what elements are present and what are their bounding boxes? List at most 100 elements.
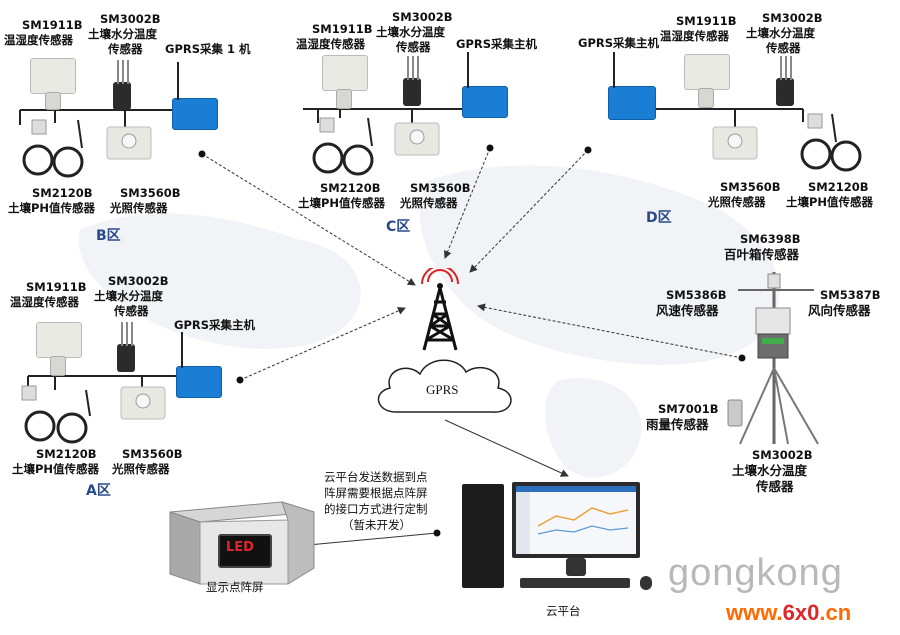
zone-b-soil-probes [117,60,129,84]
pc-mouse [640,576,652,590]
zone-c-soil-model: SM3002B [392,10,453,24]
zone-c-soil-sensor [403,78,421,106]
zone-b-th-probe [45,92,61,110]
zone-c-th-model: SM1911B [312,22,373,36]
zone-c-th-sensor [322,55,368,91]
weather-rain-name: 雨量传感器 [646,417,709,432]
zone-a-soil-name1: 土壤水分温度 [94,289,163,303]
weather-rain-model: SM7001B [658,402,719,416]
zone-a-gprs-box [176,366,222,398]
zone-c-light-sensor [394,122,440,156]
zone-c-th-probe [336,89,352,109]
zone-a-soil-name2: 传感器 [114,304,149,318]
weather-soil-name2: 传感器 [756,479,794,494]
zone-a-light-sensor [120,386,166,420]
weather-soil-name1: 土壤水分温度 [732,463,808,478]
zone-c-soil-name1: 土壤水分温度 [376,25,445,39]
zone-b-th-sensor [30,58,76,94]
zone-c-gprs-box [462,86,508,118]
gprs-cloud-icon [377,359,512,413]
zone-a-th-sensor [36,322,82,358]
zone-d-light-sensor [712,126,758,160]
zone-d-soil-model: SM3002B [762,11,823,25]
zone-b-gprs-box [172,98,218,130]
link-d-to-tower [469,149,589,273]
pc-monitor-stand [566,558,586,576]
led-panel [218,534,272,568]
zone-a-light-name: 光照传感器 [112,462,170,476]
link-b-to-tower [201,153,416,286]
weather-louver-name: 百叶箱传感器 [724,247,800,262]
radio-tower-icon [421,268,459,351]
weather-speed-model: SM5386B [666,288,727,302]
zone-a-ph-model: SM2120B [36,447,97,461]
platform-note-line-2: 阵屏需要根据点阵屏 [324,486,428,500]
zone-b-soil-name1: 土壤水分温度 [88,27,157,41]
watermark-brand: gongkong [668,552,843,594]
pc-keyboard [520,578,630,588]
zone-d-th-model: SM1911B [676,14,737,28]
weather-station-mast [738,272,819,445]
zone-c-gprs-antenna [467,52,469,88]
zone-d-light-model: SM3560B [720,180,781,194]
zone-b-ph-sensor [22,119,84,178]
zone-d-soil-probes [780,56,792,80]
platform-note-line-4: （暂未开发） [342,518,411,532]
zone-d-ph-model: SM2120B [808,180,869,194]
zone-c-ph-model: SM2120B [320,181,381,195]
zone-d-th-probe [698,88,714,108]
zone-c-ph-sensor [312,117,374,176]
zone-b-light-name: 光照传感器 [110,201,168,215]
zone-d-soil-sensor [776,78,794,106]
zone-c-title: C区 [386,219,411,235]
zone-b-gprs-antenna [177,62,179,100]
zone-c-soil-name2: 传感器 [396,40,431,54]
zone-d-soil-name2: 传感器 [766,41,801,55]
watermark-site-prefix: www. [726,600,783,625]
gprs-cloud-label: GPRS [426,382,459,397]
weather-soil-model: SM3002B [752,448,813,462]
zone-d-ph-sensor [800,113,862,172]
zone-b-title: B区 [96,228,121,244]
pc-tower [462,484,504,588]
zone-a-soil-model: SM3002B [108,274,169,288]
watermark-site-mid: 6x0 [782,600,820,625]
zone-d-ph-name: 土壤PH值传感器 [786,195,874,209]
zone-a-gprs-antenna [181,332,183,368]
zone-b-gprs-label: GPRS采集 1 机 [165,42,251,56]
link-a-to-tower [239,307,406,381]
zone-d-light-name: 光照传感器 [708,195,766,209]
watermark-site: www.6x0.cn [726,600,851,626]
zone-a-th-model: SM1911B [26,280,87,294]
zone-c-th-name: 温湿度传感器 [296,37,365,51]
watermark-site-suffix: .cn [819,600,852,625]
led-text: LED [226,540,254,555]
zone-b-ph-model: SM2120B [32,186,93,200]
zone-d-soil-name1: 土壤水分温度 [746,26,815,40]
zone-b-soil-model: SM3002B [100,12,161,26]
zone-b-soil-sensor [113,82,131,110]
zone-c-light-model: SM3560B [410,181,471,195]
zone-b-th-name: 温湿度传感器 [4,33,73,47]
weather-dir-name: 风向传感器 [808,303,871,318]
zone-c-ph-name: 土壤PH值传感器 [298,196,386,210]
weather-speed-name: 风速传感器 [656,303,719,318]
zone-d-gprs-label: GPRS采集主机 [578,36,660,50]
zone-a-gprs-label: GPRS采集主机 [174,318,256,332]
zone-d-gprs-antenna [613,52,615,88]
weather-louver-model: SM6398B [740,232,801,246]
zone-c-soil-probes [407,56,419,80]
display-label: 显示点阵屏 [206,580,264,594]
weather-dir-model: SM5387B [820,288,881,302]
zone-b-light-model: SM3560B [120,186,181,200]
zone-a-soil-probes [121,322,133,346]
zone-a-soil-sensor [117,344,135,372]
platform-note-line-3: 的接口方式进行定制 [324,502,428,516]
zone-b-th-model: SM1911B [22,18,83,32]
link-cloud-to-platform [444,419,569,477]
zone-a-ph-name: 土壤PH值传感器 [12,462,100,476]
zone-b-ph-name: 土壤PH值传感器 [8,201,96,215]
zone-c-light-name: 光照传感器 [400,196,458,210]
